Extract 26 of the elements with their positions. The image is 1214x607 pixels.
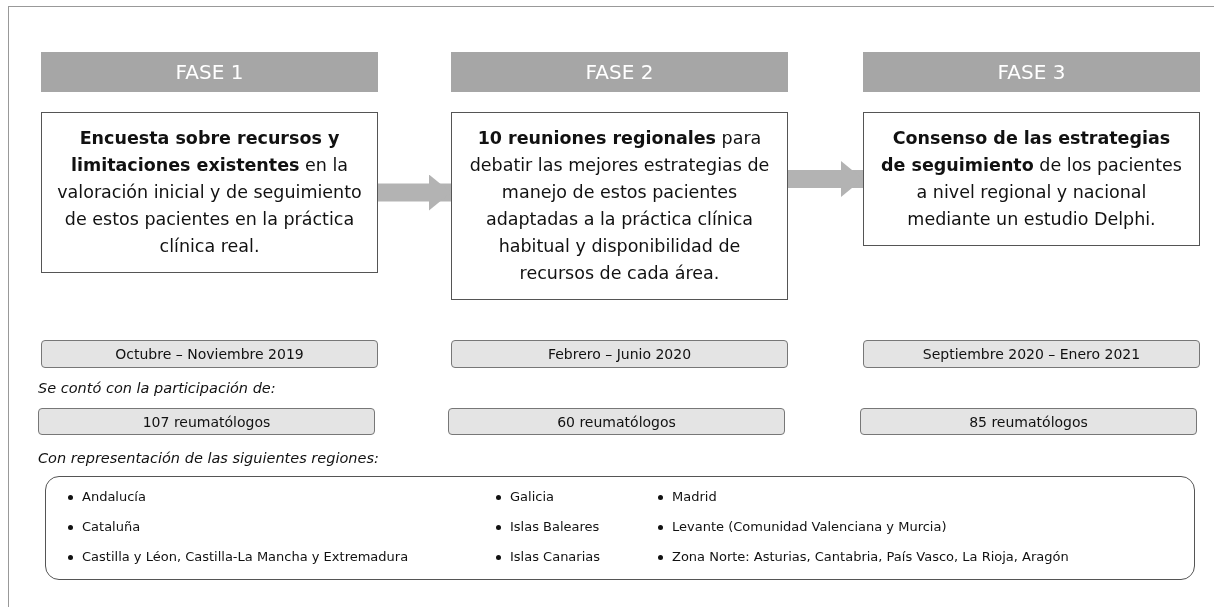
phase-header: FASE 3	[863, 52, 1200, 92]
region-item: Cataluña	[82, 519, 141, 534]
date-range-box: Septiembre 2020 – Enero 2021	[863, 340, 1200, 368]
phase-header: FASE 1	[41, 52, 378, 92]
phase-description-box: Encuesta sobre recursos y limitaciones existentes en la valoración inicial y de seguimiento de estos pacientes en la práctica clínica real.	[41, 112, 378, 273]
participant-count-box: 107 reumatólogos	[38, 408, 375, 435]
region-item: Madrid	[672, 489, 717, 504]
region-item: Andalucía	[82, 489, 146, 504]
phase-header: FASE 2	[451, 52, 788, 92]
section-note: Se contó con la participación de:	[38, 380, 276, 396]
phase-description-box: Consenso de las estrategias de seguimiento de los pacientes a nivel regional y nacional mediante un estudio Delphi.	[863, 112, 1200, 246]
phase-description-box: 10 reuniones regionales para debatir las mejores estrategias de manejo de estos pacientes adaptadas a la práctica clínica habitual y disponibilidad de recursos de cada área.	[451, 112, 788, 300]
region-item: Galicia	[510, 489, 554, 504]
region-item: Islas Canarias	[510, 549, 601, 564]
section-note: Con representación de las siguientes regiones:	[38, 450, 379, 466]
region-item: Islas Baleares	[510, 519, 600, 534]
date-range-box: Febrero – Junio 2020	[451, 340, 788, 368]
date-range-box: Octubre – Noviembre 2019	[41, 340, 378, 368]
region-list-box	[45, 476, 1195, 580]
participant-count-box: 85 reumatólogos	[860, 408, 1197, 435]
block-arrow	[378, 174, 451, 211]
region-item: Levante (Comunidad Valenciana y Murcia)	[672, 519, 947, 534]
region-item: Zona Norte: Asturias, Cantabria, País Vasco, La Rioja, Aragón	[672, 549, 1069, 564]
block-arrow	[788, 161, 863, 197]
region-item: Castilla y Léon, Castilla-La Mancha y Extremadura	[82, 549, 409, 564]
participant-count-box: 60 reumatólogos	[448, 408, 785, 435]
